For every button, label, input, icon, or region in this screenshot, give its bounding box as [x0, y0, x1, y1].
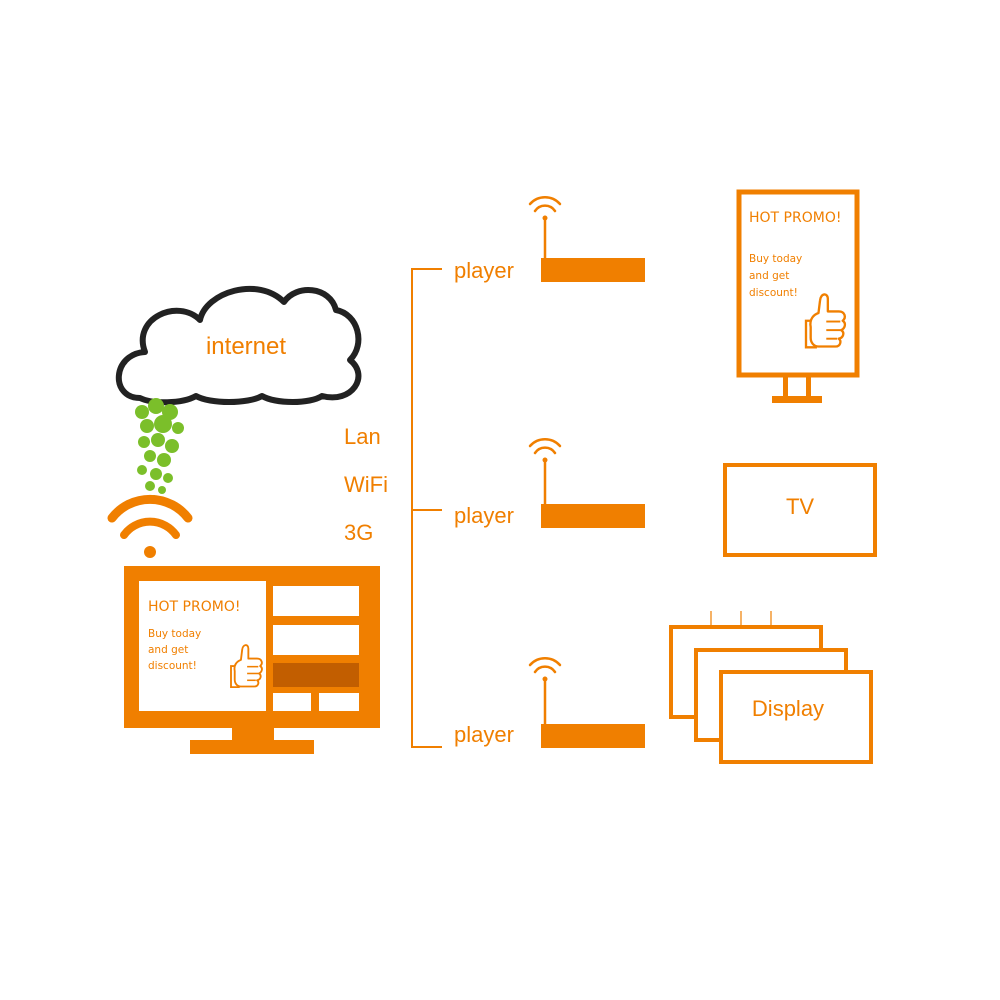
connection-3g: 3G — [344, 520, 373, 545]
display-wall: Display — [671, 611, 871, 762]
player-2-label: player — [454, 503, 514, 528]
portrait-promo-line-3: discount! — [749, 287, 798, 299]
server-promo-line-2: and get — [148, 644, 188, 656]
internet-label: internet — [206, 333, 286, 360]
server-promo-line-3: discount! — [148, 660, 197, 672]
branch-lines — [412, 268, 442, 748]
server-promo-line-1: Buy today — [148, 628, 201, 640]
wifi-icon — [112, 499, 188, 558]
server-promo-title: HOT PROMO! — [148, 599, 240, 615]
portrait-screen: HOT PROMO! Buy today and get discount! — [739, 192, 857, 403]
player-1-box — [541, 258, 645, 282]
connection-wifi: WiFi — [344, 472, 388, 497]
player-3-box — [541, 724, 645, 748]
player-1-wifi-icon — [530, 197, 560, 258]
connection-lan: Lan — [344, 424, 381, 449]
player-1: player — [454, 197, 645, 283]
portrait-promo-line-2: and get — [749, 270, 789, 282]
screen-block-3 — [273, 663, 359, 687]
screen-block-1 — [273, 586, 359, 616]
player-3: player — [454, 658, 645, 748]
player-1-label: player — [454, 258, 514, 283]
player-3-label: player — [454, 722, 514, 747]
screen-block-4 — [273, 693, 311, 711]
display-label: Display — [752, 696, 824, 721]
player-2-box — [541, 504, 645, 528]
player-3-wifi-icon — [530, 658, 560, 724]
internet-cloud: internet — [119, 289, 359, 402]
screen-block-5 — [319, 693, 359, 711]
data-dots — [135, 398, 184, 501]
screen-block-2 — [273, 625, 359, 655]
tv-screen: TV — [725, 465, 875, 555]
portrait-promo-line-1: Buy today — [749, 253, 802, 265]
portrait-promo-title: HOT PROMO! — [749, 210, 841, 226]
player-2: player — [454, 439, 645, 528]
player-2-wifi-icon — [530, 439, 560, 504]
server-monitor: HOT PROMO! Buy today and get discount! — [124, 566, 380, 754]
tv-label: TV — [786, 494, 814, 519]
